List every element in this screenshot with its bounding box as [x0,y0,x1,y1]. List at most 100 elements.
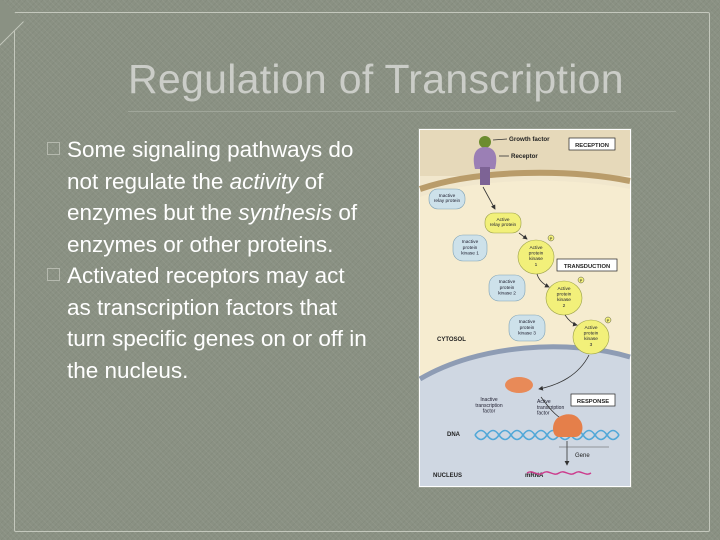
label-line: kinase [584,336,598,342]
label-line: factor [483,409,496,415]
inactive-protein-kinase-3 [508,314,546,342]
bullet-marker [47,142,60,155]
label-line: Inactive [462,239,479,245]
emphasis-text: synthesis [238,200,333,225]
active-relay-protein [484,212,522,234]
label-line: factor [537,411,550,417]
bullet-text: Some signaling pathways do not regulate … [67,137,354,194]
phosphate-icon [547,234,555,242]
response-label: RESPONSE [577,399,609,405]
bullet-marker [47,268,60,281]
growth-factor-pointer [492,138,508,141]
cytosol-label: CYTOSOL [437,337,466,343]
arrow-pk2-to-pk3 [564,314,578,327]
label-line: Active [537,399,551,405]
label-line: Active [529,245,542,251]
bullet-list: Some signaling pathways do not regulate … [47,134,367,386]
inactive-protein-kinase-1 [452,234,488,262]
label-line: protein [463,245,478,251]
bullet-item: Activated receptors may act as transcrip… [47,260,367,386]
inactive-relay-protein [428,188,466,210]
nucleus-region [420,346,630,486]
nuclear-envelope [418,344,631,382]
label-line: 1 [535,262,538,268]
label-line: relay protein [434,198,461,204]
label-line: protein [584,331,599,337]
label-line: Inactive [439,193,456,199]
phosphate-icon [577,276,585,284]
label-line: transcription [537,405,564,411]
label-line: Active [496,217,509,223]
arrow-pk1-to-pk2 [536,273,550,288]
active-protein-kinase-2 [545,280,583,316]
label-line: Inactive [499,279,516,285]
receptor-icon [473,147,497,169]
mrna-strand [526,471,592,475]
receptor-stem [480,167,490,185]
label-line: 2 [563,303,566,309]
active-protein-kinase-3 [572,319,610,355]
receptor-label: Receptor [511,153,538,160]
nucleus-label: NUCLEUS [433,473,462,479]
response-box [570,393,616,407]
label-line: protein [500,285,515,291]
phosphate-label: P [550,236,553,241]
bullet-text: of enzymes but the [67,168,324,226]
phosphate-icon [604,316,612,324]
label-line: kinase [557,297,571,303]
reception-label: RECEPTION [575,143,609,149]
label-line: Active [557,286,570,292]
dna-label: DNA [447,432,461,438]
label-line: kinase 3 [518,331,536,337]
plasma-membrane [419,169,631,192]
transduction-box [556,258,618,272]
signaling-pathway-figure: Growth factor Receptor RECEPTION TRANSDU… [418,128,632,488]
label-line: Inactive [519,319,536,325]
label-line: protein [520,325,535,331]
bullet-text: Activated receptors may act as transcrip… [67,263,367,383]
growth-factor-icon [479,136,491,148]
label-line: protein [529,251,544,257]
phosphate-label: P [607,318,610,323]
active-transcription-factor [553,414,583,437]
title-rule [128,111,676,112]
mrna-label: mRNA [525,473,544,479]
active-protein-kinase-1 [517,239,555,275]
label-line: protein [557,292,572,298]
label-line: 3 [590,342,593,348]
inactive-protein-kinase-2 [488,274,526,302]
arrow-receptor-to-relay [482,186,496,210]
transduction-label: TRANSDUCTION [564,264,610,270]
arrow-relay-to-pk1 [518,232,528,240]
dna-strand-b [474,429,620,441]
slide-title: Regulation of Transcription [128,56,624,102]
gene-label: Gene [575,453,590,459]
figure-svg: Growth factor Receptor RECEPTION TRANSDU… [418,130,631,486]
bullet-text: of enzymes or other proteins. [67,200,358,257]
arrow-pk3-to-tf [538,354,590,391]
label-line: kinase 2 [498,291,516,297]
bullet-item: Some signaling pathways do not regulate … [47,134,367,260]
label-line: Inactive [480,397,497,403]
label-line: Active [584,325,597,331]
inactive-transcription-factor [505,377,533,393]
slide-frame [14,12,710,532]
reception-box [568,137,616,151]
growth-factor-label: Growth factor [509,136,550,143]
emphasis-text: activity [229,168,299,194]
label-line: kinase [529,256,543,262]
phosphate-label: P [580,278,583,283]
label-line: transcription [475,403,502,409]
label-line: kinase 1 [461,251,479,257]
